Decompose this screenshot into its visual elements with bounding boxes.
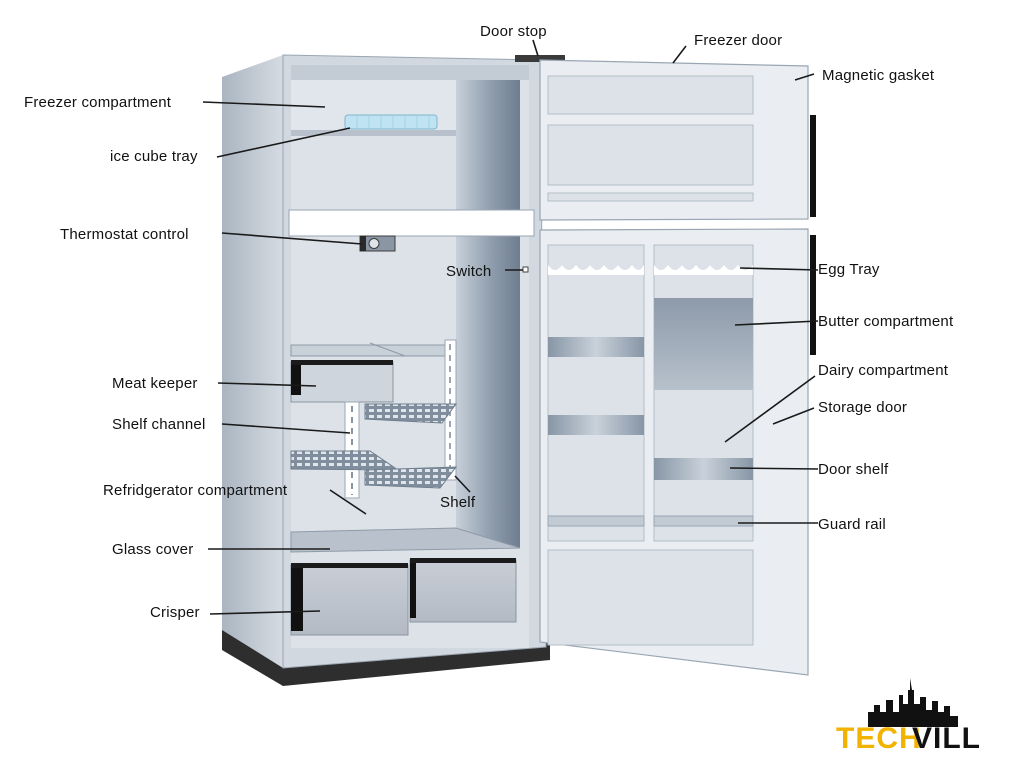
- label-meat-keeper: Meat keeper: [112, 375, 198, 392]
- label-dairy-compartment: Dairy compartment: [818, 362, 949, 379]
- shelf-channel-left: [344, 401, 360, 499]
- techvill-logo: TECH VILL: [836, 678, 981, 755]
- crisper-left: [290, 563, 409, 636]
- door-shelf-right: [654, 458, 753, 480]
- leader-dairy-compartment: [724, 375, 816, 443]
- refrigerator-doors: [515, 55, 816, 676]
- cabinet-side: [222, 55, 283, 668]
- label-refridgerator-compartment: Refridgerator compartment: [103, 482, 288, 499]
- ice-cube-tray: [344, 114, 438, 130]
- door-stop: [515, 55, 565, 62]
- label-crisper: Crisper: [150, 604, 200, 621]
- freezer-door-shelf-2: [547, 124, 754, 186]
- label-glass-cover: Glass cover: [112, 541, 193, 558]
- leader-thermostat-control: [221, 232, 363, 245]
- refrigerator-cabinet: [222, 54, 550, 686]
- butter-compartment: [654, 298, 753, 390]
- freezer-shelf: [291, 130, 456, 136]
- freezer-door-rail: [547, 192, 754, 202]
- wire-shelf-lower: [364, 466, 458, 489]
- leader-refridgerator-compartment: [329, 489, 367, 515]
- logo-tech: TECH: [836, 722, 922, 755]
- label-shelf: Shelf: [440, 494, 476, 511]
- leader-lines: [202, 39, 819, 615]
- freezer-right-wall: [456, 80, 520, 210]
- ice-cube-tray-cells: [356, 116, 430, 128]
- interior-right-wall: [456, 236, 520, 548]
- part-labels: Door stop Freezer door Magnetic gasket F…: [24, 23, 954, 621]
- label-ice-cube-tray: ice cube tray: [110, 148, 198, 165]
- thermostat-control: [359, 235, 396, 252]
- leader-egg-tray: [739, 267, 819, 271]
- leader-butter-compartment: [734, 320, 819, 326]
- guard-rail-left: [547, 515, 645, 527]
- leader-door-stop: [532, 39, 539, 57]
- label-door-stop: Door stop: [480, 23, 547, 40]
- door-column-right: [653, 244, 754, 542]
- leader-ice-cube-tray: [216, 127, 351, 158]
- door-switch: [522, 266, 529, 273]
- door-bottom-bin: [547, 549, 754, 646]
- leader-storage-door: [772, 407, 815, 425]
- label-guard-rail: Guard rail: [818, 516, 886, 533]
- crisper-right: [409, 558, 517, 623]
- egg-tray-right: [654, 265, 753, 275]
- label-freezer-door: Freezer door: [694, 32, 782, 49]
- upper-fridge-shelf: [290, 344, 457, 357]
- freezer-door-shelf-1: [547, 75, 754, 115]
- leader-meat-keeper: [217, 382, 317, 387]
- city-skyline-icon: [868, 678, 958, 727]
- label-switch: Switch: [446, 263, 491, 280]
- label-freezer-compartment: Freezer compartment: [24, 94, 172, 111]
- door-column-left: [547, 244, 645, 542]
- glass-cover: [290, 527, 521, 553]
- leader-shelf: [454, 475, 471, 493]
- leader-door-shelf: [729, 467, 819, 470]
- shelf-edge: [369, 342, 406, 357]
- meat-keeper: [290, 360, 394, 403]
- label-magnetic-gasket: Magnetic gasket: [822, 67, 935, 84]
- freezer-door-gasket: [810, 115, 816, 217]
- logo-vill: VILL: [912, 722, 981, 755]
- leader-crisper: [209, 610, 321, 615]
- label-storage-door: Storage door: [818, 399, 907, 416]
- label-door-shelf: Door shelf: [818, 461, 889, 478]
- door-shelf-left-2: [548, 415, 644, 435]
- guard-rail-right: [653, 515, 754, 527]
- label-egg-tray: Egg Tray: [818, 261, 880, 278]
- compartment-divider: [288, 209, 535, 237]
- label-thermostat-control: Thermostat control: [60, 226, 189, 243]
- door-shelf-left-1: [548, 337, 644, 357]
- leader-magnetic-gasket: [794, 73, 815, 81]
- fridge-door-gasket: [810, 235, 816, 355]
- leader-freezer-door: [672, 45, 687, 64]
- wire-shelf-upper: [364, 403, 457, 424]
- freezer-ceiling: [291, 65, 529, 80]
- label-butter-compartment: Butter compartment: [818, 313, 954, 330]
- leader-shelf-channel: [221, 423, 351, 434]
- label-shelf-channel: Shelf channel: [112, 416, 206, 433]
- leader-freezer-compartment: [202, 101, 326, 108]
- egg-tray-left: [548, 265, 644, 275]
